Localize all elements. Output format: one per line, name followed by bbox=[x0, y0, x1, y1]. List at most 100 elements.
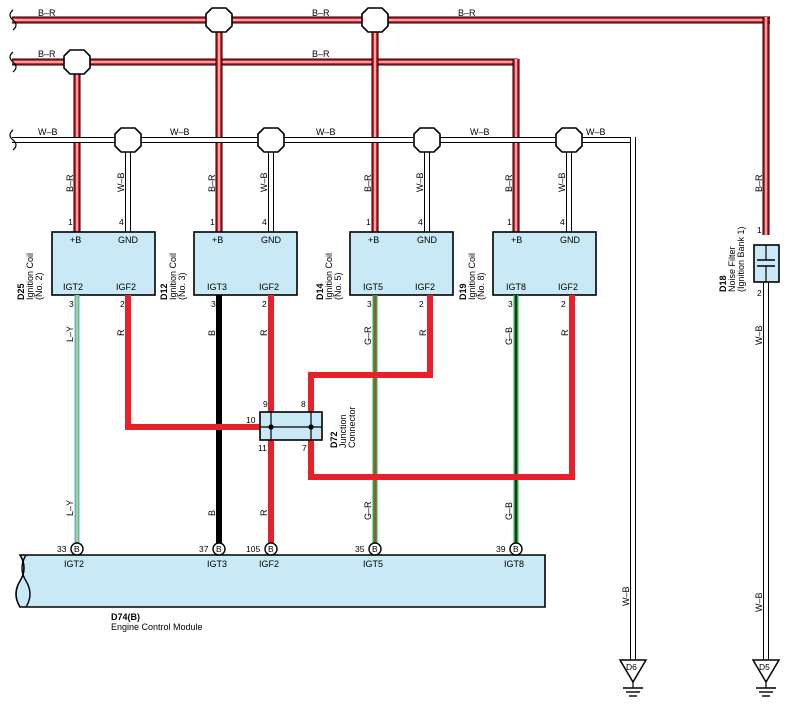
noise-filter-d18: D18 Noise Filter (Ignition Bank 1) bbox=[718, 226, 780, 292]
svg-text:G–R: G–R bbox=[363, 326, 373, 345]
svg-text:GND: GND bbox=[417, 235, 438, 245]
ground-d5: D5 bbox=[751, 659, 781, 697]
splice-7 bbox=[555, 127, 583, 153]
splice-6 bbox=[413, 127, 441, 153]
svg-text:37: 37 bbox=[199, 544, 209, 554]
svg-text:R: R bbox=[116, 329, 126, 336]
wire-label: W–B bbox=[316, 127, 336, 137]
svg-text:7: 7 bbox=[302, 443, 307, 453]
svg-text:GND: GND bbox=[560, 235, 581, 245]
svg-text:8: 8 bbox=[301, 399, 306, 409]
svg-text:+B: +B bbox=[511, 235, 522, 245]
coil-side-labels: D25 Ignition Coil (No. 2) D12 Ignition C… bbox=[16, 253, 486, 300]
svg-text:4: 4 bbox=[560, 217, 565, 227]
signal-wire-labels: L–Y L–Y R B B R R G–R G–R R G–B G–B R W–… bbox=[65, 325, 764, 612]
wire-label: B–R bbox=[363, 174, 373, 192]
br-drops bbox=[73, 20, 379, 232]
svg-text:IGT5: IGT5 bbox=[363, 559, 383, 569]
splice-4 bbox=[114, 127, 142, 153]
svg-text:(No. 2): (No. 2) bbox=[34, 272, 44, 300]
svg-text:W–B: W–B bbox=[754, 325, 764, 345]
splices bbox=[63, 7, 583, 153]
svg-text:L–Y: L–Y bbox=[65, 500, 75, 516]
ecm-pins: B B B B B 33 37 105 35 39 IGT2 IGT3 IGF2… bbox=[57, 542, 524, 569]
wire-label: B–R bbox=[504, 174, 514, 192]
svg-text:10: 10 bbox=[246, 415, 256, 425]
svg-text:3: 3 bbox=[69, 299, 74, 309]
svg-text:2: 2 bbox=[757, 288, 762, 298]
wire-label: W–B bbox=[586, 127, 606, 137]
coil-d25 bbox=[51, 231, 156, 296]
svg-text:IGT8: IGT8 bbox=[506, 282, 526, 292]
splice-5 bbox=[257, 127, 285, 153]
svg-text:Noise Filter: Noise Filter bbox=[727, 246, 737, 292]
svg-text:D12: D12 bbox=[159, 283, 169, 300]
svg-text:D72: D72 bbox=[329, 431, 339, 448]
svg-text:2: 2 bbox=[419, 299, 424, 309]
svg-text:IGT8: IGT8 bbox=[504, 559, 524, 569]
wire-label: B–R bbox=[38, 49, 56, 59]
coil-top-pins: 1 4 1 4 1 4 1 4 1 2 bbox=[68, 217, 762, 298]
svg-text:B: B bbox=[207, 510, 217, 516]
svg-text:D14: D14 bbox=[315, 283, 325, 300]
svg-text:IGT3: IGT3 bbox=[207, 282, 227, 292]
svg-text:B: B bbox=[74, 544, 80, 554]
splice-3 bbox=[361, 7, 389, 33]
svg-text:GND: GND bbox=[261, 235, 282, 245]
svg-text:(Ignition Bank 1): (Ignition Bank 1) bbox=[736, 226, 746, 292]
svg-text:Ignition Coil: Ignition Coil bbox=[324, 253, 334, 300]
wire-label: B–R bbox=[65, 174, 75, 192]
drop-labels: B–R W–B B–R W–B B–R W–B B–R W–B B–R bbox=[65, 172, 764, 192]
wire-label: B–R bbox=[312, 49, 330, 59]
svg-text:B: B bbox=[513, 544, 519, 554]
svg-text:2: 2 bbox=[120, 299, 125, 309]
svg-text:1: 1 bbox=[210, 217, 215, 227]
wire-label: B–R bbox=[38, 8, 56, 18]
svg-text:(No. 8): (No. 8) bbox=[476, 272, 486, 300]
svg-text:IGT5: IGT5 bbox=[363, 282, 383, 292]
svg-text:2: 2 bbox=[561, 299, 566, 309]
ecm-name: Engine Control Module bbox=[111, 622, 203, 632]
wire-label: B–R bbox=[207, 174, 217, 192]
svg-text:G–B: G–B bbox=[504, 502, 514, 520]
svg-text:1: 1 bbox=[68, 217, 73, 227]
svg-text:3: 3 bbox=[508, 299, 513, 309]
svg-text:D18: D18 bbox=[718, 275, 728, 292]
ground-d6: D6 bbox=[618, 659, 648, 697]
svg-text:G–R: G–R bbox=[363, 501, 373, 520]
svg-text:IGF2: IGF2 bbox=[259, 559, 279, 569]
svg-text:B: B bbox=[372, 544, 378, 554]
splice-1 bbox=[63, 49, 91, 75]
wire-label: W–B bbox=[557, 172, 567, 192]
svg-text:IGF2: IGF2 bbox=[558, 282, 578, 292]
coil-d19 bbox=[492, 231, 597, 296]
junction-d72: 9 8 10 11 7 D72 Junction Connector bbox=[246, 399, 357, 453]
svg-text:Junction: Junction bbox=[338, 414, 348, 448]
svg-text:35: 35 bbox=[355, 544, 365, 554]
wire-label: B–R bbox=[754, 174, 764, 192]
wire-label: W–B bbox=[116, 172, 126, 192]
coil-bottom-pins: 3 2 3 2 3 2 3 2 bbox=[69, 299, 566, 309]
wire-label: W–B bbox=[170, 127, 190, 137]
svg-text:G–B: G–B bbox=[504, 327, 514, 345]
break-marks bbox=[9, 9, 17, 151]
coil-d12 bbox=[193, 231, 298, 296]
svg-text:B: B bbox=[268, 544, 274, 554]
wire-label: B–R bbox=[458, 8, 476, 18]
svg-text:1: 1 bbox=[507, 217, 512, 227]
svg-text:11: 11 bbox=[258, 443, 267, 453]
ecm-id: D74(B) bbox=[111, 612, 140, 622]
svg-text:D25: D25 bbox=[16, 283, 26, 300]
svg-text:33: 33 bbox=[57, 544, 67, 554]
wire-label: W–B bbox=[259, 172, 269, 192]
svg-text:4: 4 bbox=[262, 217, 267, 227]
svg-text:D5: D5 bbox=[759, 662, 770, 672]
svg-text:D6: D6 bbox=[626, 662, 637, 672]
svg-text:IGT3: IGT3 bbox=[207, 559, 227, 569]
svg-text:L–Y: L–Y bbox=[65, 326, 75, 342]
svg-text:2: 2 bbox=[262, 299, 267, 309]
coil-boxes bbox=[51, 231, 597, 296]
svg-text:+B: +B bbox=[70, 235, 81, 245]
svg-text:W–B: W–B bbox=[621, 586, 631, 606]
